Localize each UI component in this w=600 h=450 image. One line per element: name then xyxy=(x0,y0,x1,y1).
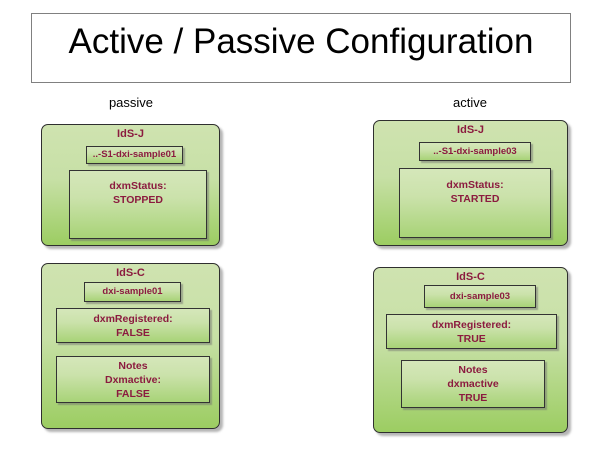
node-passive-ids-j-status-label: dxmStatus: xyxy=(109,180,167,192)
node-passive-ids-j-name: ..-S1-dxi-sample01 xyxy=(92,149,177,160)
node-passive-ids-c-notes-title: Notes xyxy=(118,359,148,372)
node-passive-ids-c-notes-box[interactable]: Notes Dxmactive: FALSE xyxy=(56,356,210,403)
page-title: Active / Passive Configuration xyxy=(68,22,534,61)
node-passive-ids-j-status-value: STOPPED xyxy=(113,194,163,206)
column-caption-passive: passive xyxy=(108,95,154,110)
node-passive-ids-j-status-box[interactable]: dxmStatus: STOPPED xyxy=(69,170,207,239)
node-header-passive-ids-j: IdS-J xyxy=(117,128,144,140)
title-box: Active / Passive Configuration xyxy=(31,13,571,83)
node-active-ids-c-notes-title: Notes xyxy=(458,364,488,376)
node-header-active-ids-j: IdS-J xyxy=(457,124,484,136)
node-header-active-ids-c: IdS-C xyxy=(456,271,485,283)
node-passive-ids-c-registered-box[interactable]: dxmRegistered: FALSE xyxy=(56,308,210,343)
node-passive-ids-c[interactable]: IdS-C dxi-sample01 dxmRegistered: FALSE … xyxy=(41,263,220,429)
node-active-ids-c-notes-value: TRUE xyxy=(458,392,488,404)
node-active-ids-c-notes-label: dxmactive xyxy=(447,378,499,390)
node-active-ids-j-name: ..-S1-dxi-sample03 xyxy=(433,145,517,157)
node-active-ids-j-name-box[interactable]: ..-S1-dxi-sample03 xyxy=(419,142,531,161)
node-passive-ids-j[interactable]: IdS-J ..-S1-dxi-sample01 dxmStatus: STOP… xyxy=(41,124,220,246)
node-active-ids-j-status-box[interactable]: dxmStatus: STARTED xyxy=(399,168,551,238)
node-passive-ids-c-registered-label: dxmRegistered: xyxy=(93,312,173,325)
node-active-ids-c-notes-box[interactable]: Notes dxmactive TRUE xyxy=(401,360,545,408)
node-active-ids-c-name-box[interactable]: dxi-sample03 xyxy=(424,285,536,308)
node-passive-ids-c-name: dxi-sample01 xyxy=(102,286,163,297)
node-passive-ids-j-name-box[interactable]: ..-S1-dxi-sample01 xyxy=(86,146,183,164)
node-active-ids-c-registered-label: dxmRegistered: xyxy=(431,318,512,331)
node-passive-ids-c-registered-value: FALSE xyxy=(116,326,150,339)
node-active-ids-j-status-value: STARTED xyxy=(450,193,500,205)
node-passive-ids-c-notes-label: Dxmactive: xyxy=(104,373,162,386)
node-active-ids-j-status-label: dxmStatus: xyxy=(446,179,504,191)
node-active-ids-j[interactable]: IdS-J ..-S1-dxi-sample03 dxmStatus: STAR… xyxy=(373,120,568,246)
node-passive-ids-c-name-box[interactable]: dxi-sample01 xyxy=(84,282,181,302)
node-header-passive-ids-c: IdS-C xyxy=(116,267,145,279)
node-active-ids-c-registered-value: TRUE xyxy=(457,332,486,345)
column-caption-active: active xyxy=(453,95,487,110)
node-active-ids-c-name: dxi-sample03 xyxy=(449,290,511,302)
node-active-ids-c-registered-box[interactable]: dxmRegistered: TRUE xyxy=(386,314,557,349)
node-active-ids-c[interactable]: IdS-C dxi-sample03 dxmRegistered: TRUE N… xyxy=(373,267,568,433)
node-passive-ids-c-notes-value: FALSE xyxy=(116,387,150,400)
